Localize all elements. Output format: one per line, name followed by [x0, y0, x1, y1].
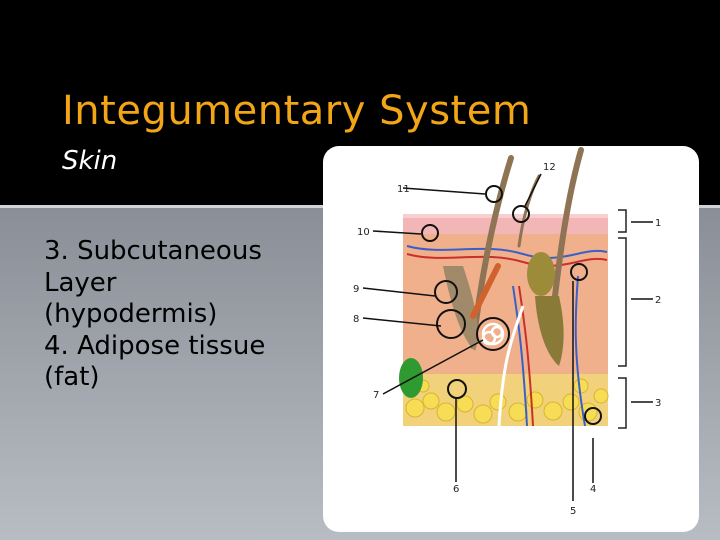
- body-line: Layer: [44, 267, 117, 298]
- body-line: 4. Adipose tissue: [44, 330, 266, 361]
- skin-surface: [403, 214, 608, 218]
- figure-label-8: 8: [353, 314, 359, 325]
- sweat-gland: [481, 322, 505, 346]
- hair-follicle: [535, 296, 564, 366]
- figure-label-9: 9: [353, 284, 359, 295]
- body-line: 3. Subcutaneous: [44, 236, 262, 266]
- figure-label-11: 11: [397, 184, 410, 195]
- layer-brackets: [618, 209, 627, 429]
- slide-subtitle: Skin: [62, 146, 118, 176]
- figure-label-3: 3: [655, 398, 661, 409]
- marker-circles: [421, 185, 602, 425]
- hair-follicle: [443, 266, 478, 351]
- body-text: 3. Subcutaneous Layer (hypodermis) 4. Ad…: [44, 236, 314, 394]
- fat-globules: [405, 378, 609, 424]
- skin-diagram-card: 1 2 3 4 5 6 7 8 9 10 11 12: [323, 146, 699, 532]
- blood-vessels: [406, 245, 608, 427]
- body-line: (hypodermis): [44, 299, 218, 329]
- figure-label-1: 1: [655, 218, 661, 229]
- figure-label-7: 7: [373, 390, 379, 401]
- figure-label-12: 12: [543, 162, 556, 173]
- figure-label-10: 10: [357, 227, 370, 238]
- figure-label-5: 5: [570, 506, 576, 517]
- skin-cross-section-diagram: 1 2 3 4 5 6 7 8 9 10 11 12: [353, 147, 661, 517]
- pacinian-corpuscle: [399, 358, 423, 398]
- sebaceous-gland: [527, 252, 555, 296]
- body-line: (fat): [44, 362, 100, 392]
- slide-title: Integumentary System: [62, 88, 532, 134]
- arrector-pili-muscle: [470, 263, 501, 319]
- figure-label-4: 4: [590, 484, 596, 495]
- figure-label-6: 6: [453, 484, 459, 495]
- epidermis-layer: [403, 216, 608, 234]
- leader-lines: [362, 173, 653, 501]
- figure-label-2: 2: [655, 295, 661, 306]
